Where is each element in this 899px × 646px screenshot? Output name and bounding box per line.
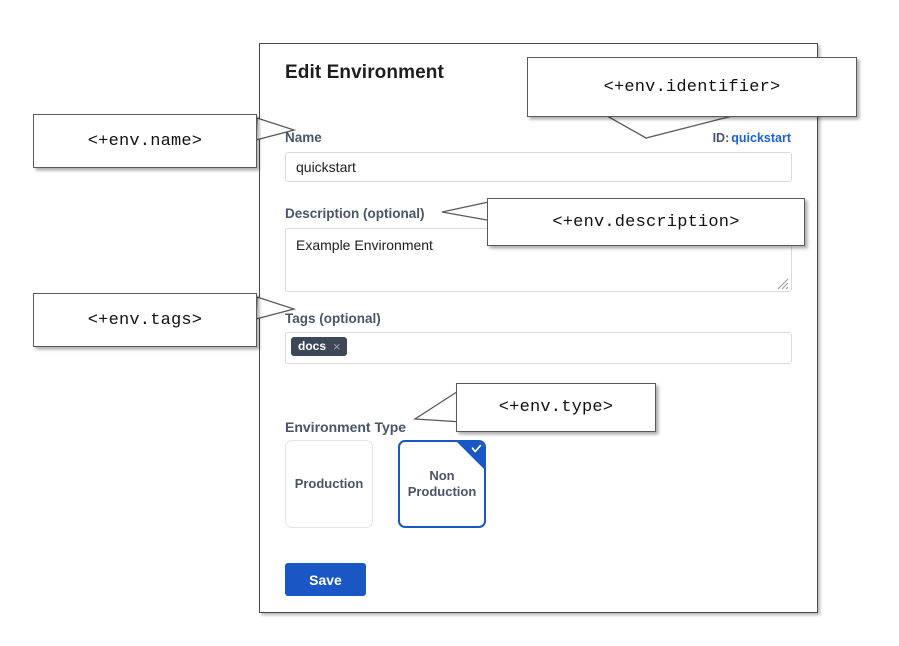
environment-type-option-label-line2: Production xyxy=(407,484,477,499)
environment-id-row: ID:quickstart xyxy=(713,131,791,145)
environment-type-option-non-production[interactable]: Non Production xyxy=(398,440,486,528)
close-icon[interactable]: × xyxy=(333,338,341,354)
callout-env-tags: <+env.tags> xyxy=(33,293,257,347)
environment-type-label: Environment Type xyxy=(285,419,407,435)
callout-env-name: <+env.name> xyxy=(33,114,257,168)
callout-text: <+env.identifier> xyxy=(603,77,781,97)
callout-text: <+env.type> xyxy=(498,398,614,417)
save-button[interactable]: Save xyxy=(285,563,366,596)
callout-text: <+env.name> xyxy=(87,131,203,151)
environment-type-option-label-line1: Non xyxy=(429,467,455,483)
description-label: Description (optional) xyxy=(285,206,425,221)
page-title: Edit Environment xyxy=(285,62,444,83)
callout-text: <+env.description> xyxy=(552,212,740,232)
environment-type-option-production[interactable]: Production xyxy=(285,440,373,528)
tag-chip[interactable]: docs × xyxy=(291,337,347,356)
callout-text: <+env.tags> xyxy=(87,310,203,330)
tag-chip-label: docs xyxy=(298,339,327,353)
name-input[interactable] xyxy=(285,152,792,182)
environment-type-option-label: Production xyxy=(294,475,364,491)
environment-id-label: ID: xyxy=(712,131,730,145)
tags-label: Tags (optional) xyxy=(285,311,381,326)
callout-env-description: <+env.description> xyxy=(487,198,805,246)
callout-env-identifier: <+env.identifier> xyxy=(527,57,857,117)
tags-input[interactable]: docs × xyxy=(285,332,792,364)
edit-environment-panel: Edit Environment Name ID:quickstart Desc… xyxy=(259,43,818,613)
environment-id-link[interactable]: quickstart xyxy=(731,131,791,145)
check-icon xyxy=(457,442,484,469)
callout-env-type: <+env.type> xyxy=(456,383,656,432)
name-label: Name xyxy=(285,130,322,145)
environment-type-option-label: Non Production xyxy=(402,468,483,501)
